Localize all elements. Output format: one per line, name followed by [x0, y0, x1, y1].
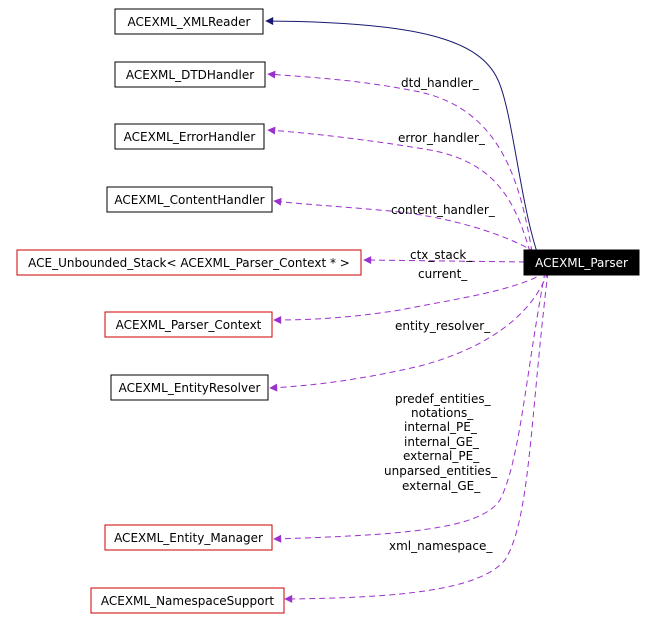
node-label: ACEXML_ErrorHandler: [124, 130, 256, 144]
node-acexml-parser-main[interactable]: ACEXML_Parser: [523, 249, 640, 276]
edge-label-entity-manager-group: predef_entities_ notations_ internal_PE_…: [384, 392, 498, 493]
edge-label-external-ge: external_GE_: [402, 479, 481, 493]
usage-edge-xml-namespace: [284, 271, 549, 603]
node-acexml-xmlreader[interactable]: ACEXML_XMLReader: [114, 8, 264, 35]
edge-label-predef-entities: predef_entities_: [395, 392, 492, 406]
node-acexml-entity-manager[interactable]: ACEXML_Entity_Manager: [104, 524, 273, 551]
edge-label-notations: notations_: [411, 406, 474, 420]
edge-label-error-handler: error_handler_: [398, 131, 486, 145]
edge-label-external-pe: external_PE_: [403, 449, 480, 463]
edge-label-xml-namespace: xml_namespace_: [389, 539, 493, 553]
node-label: ACEXML_EntityResolver: [119, 381, 261, 395]
edge-label-unparsed-entities: unparsed_entities_: [384, 464, 498, 478]
edge-label-current: current_: [418, 267, 468, 281]
node-acexml-parser-context[interactable]: ACEXML_Parser_Context: [104, 311, 273, 338]
node-label: ACEXML_Entity_Manager: [114, 531, 263, 545]
usage-edge-dtd-handler: [267, 70, 533, 253]
node-label: ACEXML_Parser_Context: [116, 318, 262, 332]
node-label: ACE_Unbounded_Stack< ACEXML_Parser_Conte…: [28, 256, 350, 270]
node-acexml-dtdhandler[interactable]: ACEXML_DTDHandler: [114, 61, 266, 88]
node-label: ACEXML_DTDHandler: [126, 68, 254, 82]
usage-edge-content-handler: [273, 197, 536, 253]
usage-edge-ctx-stack: [363, 256, 526, 265]
node-label: ACEXML_NamespaceSupport: [101, 594, 275, 608]
edge-label-content-handler: content_handler_: [391, 203, 496, 217]
node-label: ACEXML_XMLReader: [128, 15, 251, 29]
main-node-label: ACEXML_Parser: [535, 256, 628, 270]
usage-edge-entity-manager: [273, 271, 546, 543]
node-acexml-namespacesupport[interactable]: ACEXML_NamespaceSupport: [90, 587, 285, 614]
edge-label-ctx-stack: ctx_stack_: [410, 248, 473, 262]
usage-edge-current: [273, 271, 546, 324]
node-acexml-entityresolver[interactable]: ACEXML_EntityResolver: [110, 374, 269, 401]
edge-label-internal-ge: internal_GE_: [404, 435, 480, 449]
usage-edge-entity-resolver: [269, 271, 549, 392]
edge-label-entity-resolver: entity_resolver_: [395, 319, 491, 333]
node-acexml-errorhandler[interactable]: ACEXML_ErrorHandler: [114, 123, 265, 150]
inherit-edge-xmlreader: [265, 17, 538, 253]
node-ace-unbounded-stack[interactable]: ACE_Unbounded_Stack< ACEXML_Parser_Conte…: [16, 249, 362, 276]
edge-label-internal-pe: internal_PE_: [404, 420, 478, 434]
usage-edge-error-handler: [267, 126, 531, 253]
edge-label-dtd-handler: dtd_handler_: [401, 76, 480, 90]
node-acexml-contenthandler[interactable]: ACEXML_ContentHandler: [106, 186, 273, 213]
node-label: ACEXML_ContentHandler: [114, 193, 264, 207]
